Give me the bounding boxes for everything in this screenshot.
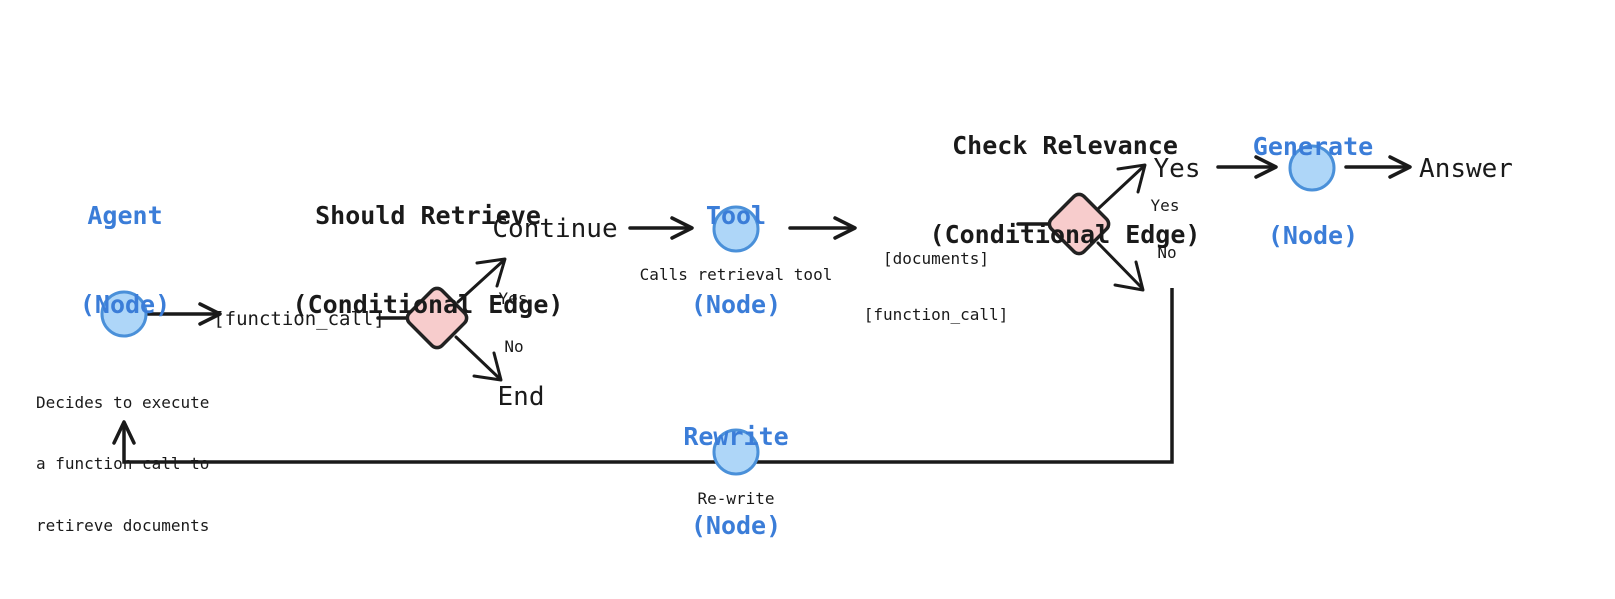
heading-check-relevance-line2: (Conditional Edge): [929, 219, 1201, 249]
heading-check-relevance: Check Relevance (Conditional Edge): [930, 72, 1201, 308]
heading-agent-line1: Agent: [87, 201, 163, 230]
edge-label-documents-functioncall: [documents] [function_call]: [864, 212, 1009, 363]
edge-check-relevance-no: [1096, 241, 1145, 292]
edge-label-answer: Answer: [1419, 154, 1513, 184]
heading-rewrite-line2: (Node): [690, 510, 782, 540]
edge-should-retrieve-no: [454, 335, 503, 382]
heading-rewrite-line1: Rewrite: [683, 422, 789, 451]
agent-node-caption: Decides to execute a function call to re…: [36, 352, 209, 577]
edge-label-functioncall-2: [function_call]: [863, 305, 1009, 325]
edge-label-function-call: [function_call]: [213, 308, 385, 330]
tool-node-caption: Calls retrieval tool: [639, 265, 833, 284]
agent-node-circle[interactable]: [100, 290, 148, 338]
check-relevance-diamond[interactable]: [1046, 191, 1111, 256]
agent-caption-line1: Decides to execute: [36, 392, 210, 412]
heading-check-relevance-line1: Check Relevance: [952, 131, 1178, 160]
edge-label-documents: [documents]: [883, 248, 989, 268]
generate-node-circle[interactable]: [1288, 144, 1336, 192]
heading-generate: Generate (Node): [1253, 73, 1373, 309]
edge-label-relevance-yes-small: Yes: [1150, 196, 1180, 215]
agent-caption-line2: a function call to: [36, 454, 210, 474]
heading-tool-line2: (Node): [690, 289, 782, 319]
rewrite-node-circle[interactable]: [712, 428, 760, 476]
edge-yes-to-generate: [1216, 155, 1278, 179]
heading-rewrite: Rewrite (Node): [683, 363, 788, 599]
should-retrieve-diamond[interactable]: [404, 285, 469, 350]
heading-agent: Agent (Node): [80, 142, 170, 378]
heading-tool: Tool (Node): [691, 142, 781, 378]
edge-label-should-retrieve-yes: Yes: [498, 289, 528, 308]
agent-caption-line3: retireve documents: [36, 515, 210, 535]
edge-label-relevance-yes-big: Yes: [1153, 154, 1201, 184]
edge-label-should-retrieve-no: No: [504, 337, 524, 356]
heading-generate-line2: (Node): [1267, 220, 1359, 250]
edge-check-relevance-yes: [1097, 163, 1147, 210]
edge-label-end: End: [497, 382, 545, 412]
heading-agent-line2: (Node): [79, 289, 171, 319]
edge-rewrite-feedback-loop: [112, 288, 1174, 464]
heading-should-retrieve-line2: (Conditional Edge): [292, 289, 564, 319]
edge-label-continue: Continue: [492, 214, 618, 244]
tool-node-circle[interactable]: [712, 205, 760, 253]
edge-tool-to-documents: [788, 216, 857, 240]
edge-generate-to-answer: [1344, 155, 1412, 179]
edge-should-retrieve-yes: [456, 257, 507, 304]
edge-continue-to-tool: [628, 216, 694, 240]
edge-label-relevance-no-small: No: [1157, 243, 1177, 262]
edge-agent-to-function-call: [146, 302, 222, 326]
rewrite-node-caption: Re-write: [697, 489, 775, 508]
heading-should-retrieve: Should Retrieve (Conditional Edge): [293, 142, 564, 378]
heading-should-retrieve-line1: Should Retrieve: [315, 201, 541, 230]
heading-tool-line1: Tool: [705, 201, 767, 230]
heading-generate-line1: Generate: [1252, 132, 1374, 161]
